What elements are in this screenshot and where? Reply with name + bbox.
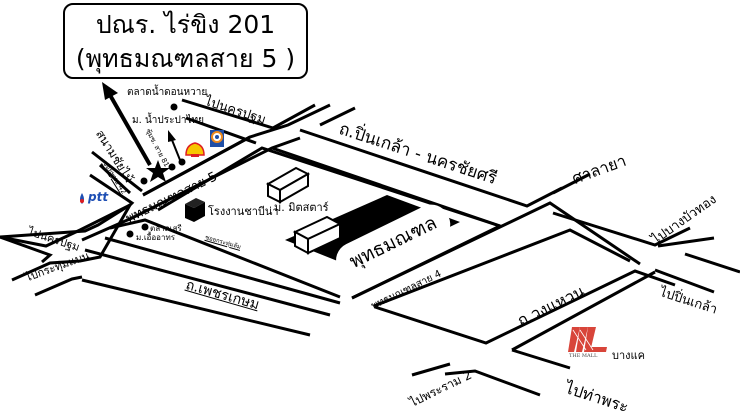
road-phetkasem-upper	[109, 218, 341, 299]
title-line-2: (พุทธมณฑลสาย 5 )	[75, 44, 296, 73]
road-inner-block-bottom	[104, 236, 341, 305]
label-the-mall-branch: บางแค	[612, 349, 645, 362]
star-icon	[146, 160, 170, 182]
road-thaphra-lower	[511, 348, 571, 370]
road-phutthamonthon-4	[351, 201, 641, 300]
the-mall-logo-icon	[568, 327, 607, 352]
road-phutthamonthon-5-a	[142, 103, 331, 197]
road-wongwaen-upper	[373, 228, 631, 308]
road-rama2-lower	[444, 369, 541, 397]
label-village-mitstar: ม. มิตสตาร์	[274, 201, 329, 214]
building-icon-tea-factory	[185, 198, 205, 222]
road-phetkasem-lower	[81, 278, 311, 337]
road-left-krathumbaen	[34, 275, 83, 297]
title-box: ปณร. ไร่ขิง 201 (พุทธมณฑลสาย 5 )	[63, 3, 308, 79]
road-bangbuathong	[684, 252, 740, 274]
shell-logo-icon	[185, 142, 205, 157]
dot-marker	[126, 230, 134, 238]
road-phutthamonthon-5-upper-b	[98, 163, 132, 195]
dot-marker	[168, 163, 176, 171]
building-icon-mitstar	[265, 166, 311, 204]
label-village-nampraphai: ม. น้ำประปาไทย	[132, 115, 204, 126]
dot-marker	[170, 103, 178, 111]
label-ptt: ptt	[88, 190, 109, 204]
label-floating-market: ตลาดน้ำดอนหวาย	[127, 87, 208, 98]
road-phetkasem-mid	[84, 248, 331, 317]
label-village-euaarthorn: ม.เอื้ออาทร	[136, 233, 176, 242]
road-left-west-1	[0, 235, 53, 264]
arrow-icon-main	[102, 82, 152, 166]
arrow-icon-soi	[168, 130, 181, 161]
label-the-mall-logo: THE MALL	[569, 353, 598, 359]
road-pinklao-north-2	[299, 128, 563, 208]
road-nakhonpathom-top-edge	[181, 98, 316, 130]
building-icon-park	[292, 215, 343, 255]
road-phutthamonthon-5-main-top	[0, 173, 135, 239]
dot-marker	[178, 158, 186, 166]
dot-marker	[140, 177, 148, 185]
road-thaphra	[511, 270, 656, 352]
road-salaya-cross	[552, 211, 691, 247]
road-pinklao-right	[654, 268, 715, 294]
road-phutthamonthon-5-south	[0, 203, 131, 248]
ptt-logo-icon	[80, 193, 84, 204]
bangchak-logo-icon	[210, 130, 224, 147]
road-pinklao-north	[319, 106, 356, 127]
road-phutthamonthon-5-upper	[91, 150, 143, 193]
title-line-1: ปณร. ไร่ขิง 201	[95, 10, 276, 39]
label-tea-factory: โรงงานชาบีน่า	[208, 205, 279, 218]
road-rama2-upper	[411, 362, 451, 377]
dot-marker	[141, 223, 149, 231]
road-wongwaen-lower	[374, 269, 676, 345]
road-salaya-south	[552, 172, 591, 195]
label-market-sri: ตลาดเสรี	[150, 224, 182, 233]
road-right-edge	[657, 236, 715, 248]
